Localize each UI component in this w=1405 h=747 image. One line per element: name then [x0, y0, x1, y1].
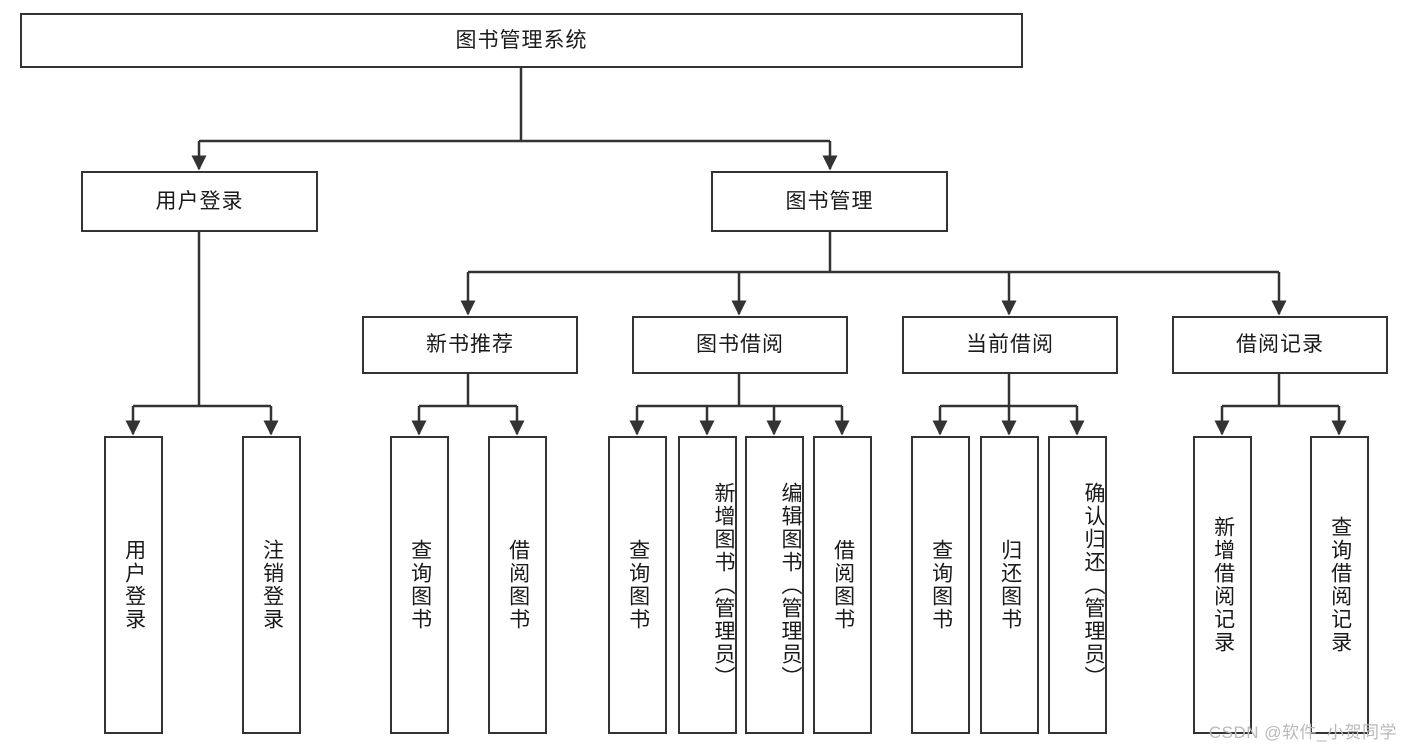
node-label: 查询图书: [929, 539, 953, 631]
leaf-borrow-records-query-record[interactable]: 查询借阅记录: [1310, 436, 1369, 734]
node-label: 图书管理: [785, 189, 874, 213]
node-label: 查询图书: [626, 539, 650, 631]
node-label: 借阅图书: [506, 539, 530, 631]
leaf-book-borrow-edit-book-admin[interactable]: 编辑图书（管理员）: [745, 436, 804, 734]
node-label: 查询借阅记录: [1328, 516, 1352, 654]
csdn-watermark: CSDN @软件_小贺同学: [1208, 723, 1397, 742]
leaf-current-borrow-query-book[interactable]: 查询图书: [911, 436, 970, 734]
leaf-book-borrow-borrow-book[interactable]: 借阅图书: [813, 436, 872, 734]
node-label: 用户登录: [122, 539, 146, 631]
node-label: 查询图书: [408, 539, 432, 631]
node-root-book-management-system[interactable]: 图书管理系统: [20, 13, 1023, 68]
node-label: 归还图书: [998, 539, 1022, 631]
node-current-borrow[interactable]: 当前借阅: [902, 316, 1118, 374]
leaf-book-borrow-query-book[interactable]: 查询图书: [608, 436, 667, 734]
node-label: 图书管理系统: [455, 28, 588, 52]
leaf-new-book-query-book[interactable]: 查询图书: [390, 436, 449, 734]
node-label: 确认归还（管理员）: [1082, 481, 1105, 689]
leaf-borrow-records-add-record[interactable]: 新增借阅记录: [1193, 436, 1252, 734]
node-label: 图书借阅: [696, 333, 784, 357]
leaf-user-login-login[interactable]: 用户登录: [104, 436, 163, 734]
leaf-current-borrow-return-book[interactable]: 归还图书: [980, 436, 1039, 734]
node-label: 用户登录: [155, 189, 244, 213]
node-new-book-recommend[interactable]: 新书推荐: [362, 316, 578, 374]
node-label: 当前借阅: [966, 333, 1054, 357]
node-user-login[interactable]: 用户登录: [81, 171, 318, 232]
node-label: 借阅记录: [1236, 333, 1324, 357]
leaf-current-borrow-confirm-return-admin[interactable]: 确认归还（管理员）: [1048, 436, 1107, 734]
node-label: 新书推荐: [426, 333, 514, 357]
node-label: 编辑图书（管理员）: [779, 481, 802, 689]
leaf-user-login-logout[interactable]: 注销登录: [242, 436, 301, 734]
node-borrow-records[interactable]: 借阅记录: [1172, 316, 1388, 374]
node-book-borrow[interactable]: 图书借阅: [632, 316, 848, 374]
node-label: 新增图书（管理员）: [712, 481, 735, 689]
node-label: 新增借阅记录: [1211, 516, 1235, 654]
leaf-new-book-borrow-book[interactable]: 借阅图书: [488, 436, 547, 734]
node-label: 借阅图书: [831, 539, 855, 631]
node-book-management[interactable]: 图书管理: [711, 171, 948, 232]
node-label: 注销登录: [260, 539, 284, 631]
leaf-book-borrow-add-book-admin[interactable]: 新增图书（管理员）: [678, 436, 737, 734]
